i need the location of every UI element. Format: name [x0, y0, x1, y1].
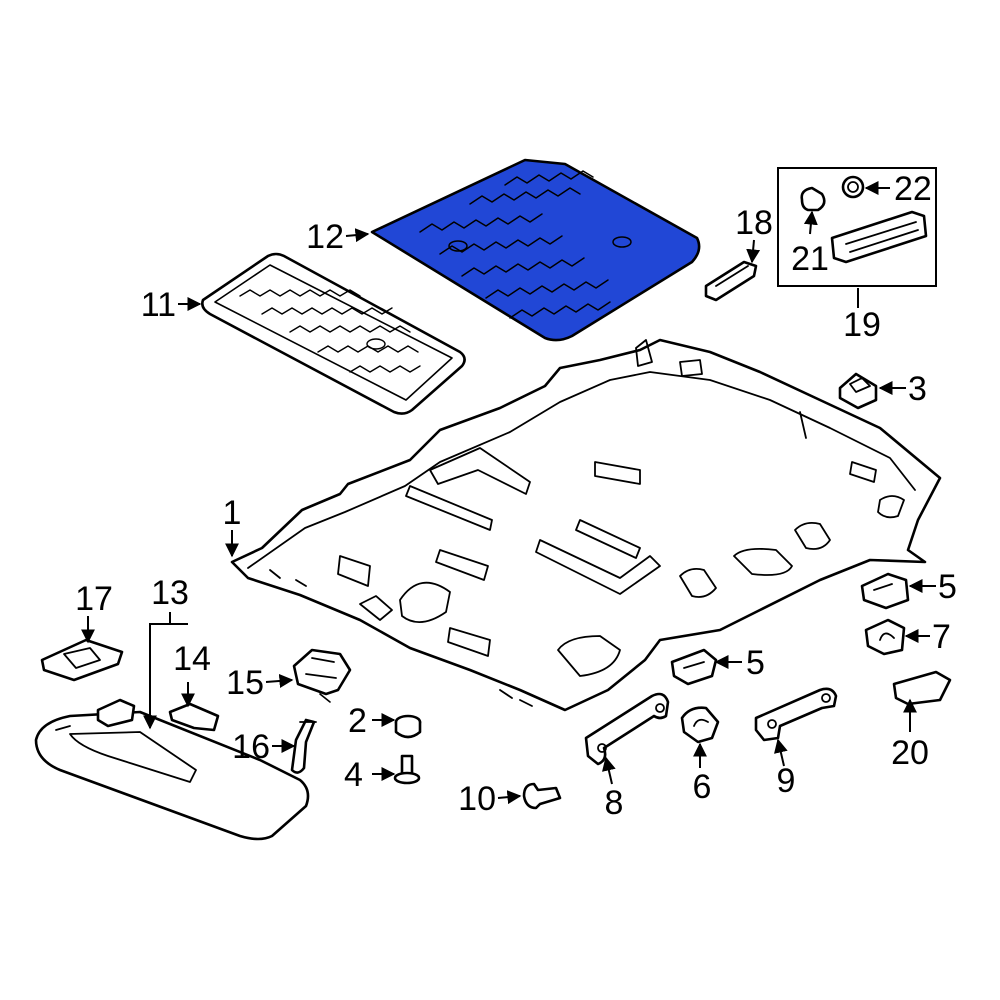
callout-7: 7	[932, 618, 951, 656]
callout-15: 15	[226, 664, 264, 702]
callout-19: 19	[843, 306, 881, 344]
part-22-socket[interactable]	[841, 175, 865, 199]
part-5-bracket-right[interactable]	[860, 572, 910, 610]
callout-21: 21	[791, 240, 829, 278]
part-19-group-box	[777, 167, 937, 287]
callout-20: 20	[891, 734, 929, 772]
callout-18: 18	[735, 204, 773, 242]
part-1-headliner-details	[247, 339, 916, 707]
callout-1: 1	[223, 494, 242, 532]
callout-14: 14	[173, 640, 211, 678]
callout-5-middle: 5	[746, 644, 765, 682]
leader-lines	[81, 181, 936, 805]
part-8-grab-handle[interactable]	[584, 692, 670, 766]
part-20-trim[interactable]	[892, 670, 952, 706]
callout-4: 4	[344, 756, 363, 794]
part-5-bracket-middle[interactable]	[670, 648, 718, 686]
callout-22: 22	[894, 170, 932, 208]
part-16-bolt[interactable]	[290, 718, 317, 774]
part-6-cap[interactable]	[680, 706, 720, 744]
callout-2: 2	[348, 702, 367, 740]
part-19-lamp[interactable]	[830, 210, 928, 264]
part-3-clip[interactable]	[838, 372, 878, 410]
part-11-zigzag-pattern	[239, 289, 421, 373]
part-11-rear-insulator[interactable]	[201, 252, 466, 415]
callout-12: 12	[306, 218, 344, 256]
callout-9: 9	[777, 762, 796, 800]
callout-13: 13	[151, 574, 189, 612]
part-15-bracket[interactable]	[292, 648, 352, 703]
part-7-bracket[interactable]	[864, 618, 906, 656]
callout-8: 8	[605, 784, 624, 822]
callout-labels: 1 2 3 4 5 5 6 7 8 9 10 11 12 13 14 15 16…	[75, 170, 957, 822]
part-21-bulb[interactable]	[800, 186, 826, 212]
callout-16: 16	[232, 728, 270, 766]
callout-10: 10	[458, 780, 496, 818]
part-2-plug[interactable]	[394, 714, 422, 739]
part-13-sun-visor[interactable]	[34, 698, 310, 841]
part-12-zigzag-pattern	[419, 170, 632, 319]
part-17-mount[interactable]	[40, 638, 124, 682]
callout-17: 17	[75, 580, 113, 618]
part-4-pin[interactable]	[393, 754, 421, 785]
part-18-cover[interactable]	[704, 260, 758, 302]
part-1-headliner[interactable]	[230, 338, 942, 712]
part-12-roof-insulator[interactable]	[370, 158, 701, 342]
part-9-grab-handle[interactable]	[754, 687, 838, 742]
callout-11: 11	[141, 286, 176, 324]
callout-5-right: 5	[938, 568, 957, 606]
callout-3: 3	[908, 370, 927, 408]
part-10-pushpin[interactable]	[522, 782, 562, 810]
callout-6: 6	[693, 768, 712, 806]
